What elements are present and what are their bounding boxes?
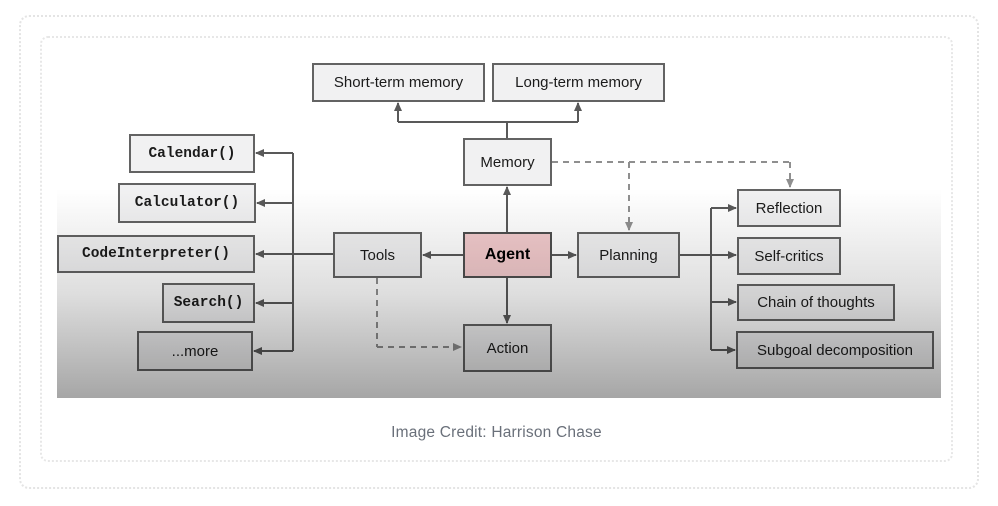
node-self-critics-label: Self-critics [754, 247, 824, 265]
node-agent-label: Agent [484, 246, 531, 263]
inner-dashed-card [40, 36, 953, 462]
node-calculator-tool: Calculator() [118, 183, 256, 223]
image-credit-caption: Image Credit: Harrison Chase [391, 424, 602, 441]
node-short-term-memory-label: Short-term memory [333, 74, 464, 91]
node-action-label: Action [486, 339, 529, 357]
node-reflection-label: Reflection [755, 199, 823, 217]
node-more-tools-label: ...more [171, 342, 219, 360]
node-tools: Tools [333, 232, 422, 278]
node-memory: Memory [463, 138, 552, 186]
node-long-term-memory-label: Long-term memory [515, 74, 642, 91]
node-short-term-memory: Short-term memory [312, 63, 485, 102]
node-more-tools: ...more [137, 331, 253, 371]
node-search-tool: Search() [162, 283, 255, 323]
outer-dashed-card [19, 15, 979, 489]
node-planning-label: Planning [599, 246, 658, 264]
node-agent: Agent [463, 232, 552, 278]
node-memory-label: Memory [480, 153, 535, 171]
node-chain-of-thoughts: Chain of thoughts [737, 284, 895, 321]
node-subgoal-decomposition-label: Subgoal decomposition [757, 341, 913, 359]
node-tools-label: Tools [359, 246, 396, 264]
node-self-critics: Self-critics [737, 237, 841, 275]
node-planning: Planning [577, 232, 680, 278]
agent-architecture-diagram: Short-term memory Long-term memory Memor… [57, 50, 941, 398]
node-calendar-tool-label: Calendar() [148, 145, 236, 162]
node-chain-of-thoughts-label: Chain of thoughts [757, 294, 875, 311]
node-code-interpreter-tool-label: CodeInterpreter() [82, 246, 230, 262]
node-calculator-tool-label: Calculator() [134, 195, 240, 211]
node-calendar-tool: Calendar() [129, 134, 255, 173]
node-reflection: Reflection [737, 189, 841, 227]
node-subgoal-decomposition: Subgoal decomposition [736, 331, 934, 369]
node-action: Action [463, 324, 552, 372]
node-code-interpreter-tool: CodeInterpreter() [57, 235, 255, 273]
node-search-tool-label: Search() [173, 295, 244, 311]
node-long-term-memory: Long-term memory [492, 63, 665, 102]
